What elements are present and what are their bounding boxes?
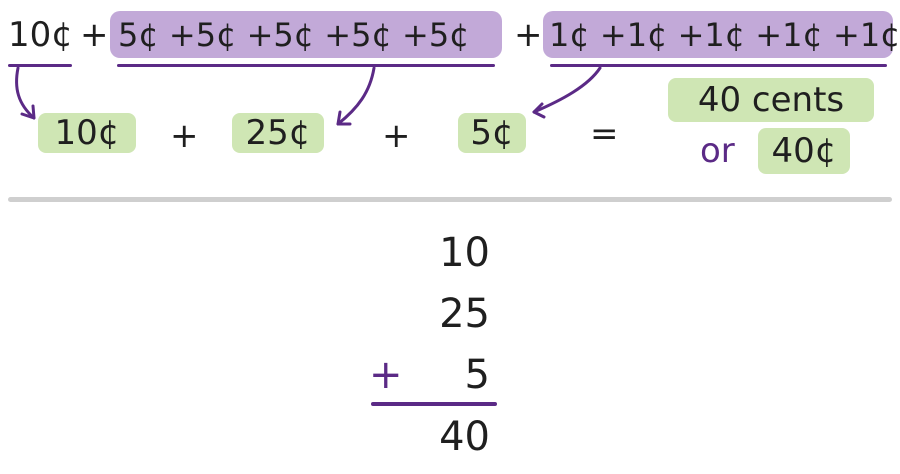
result-symbol: 40¢ bbox=[771, 131, 837, 171]
plus-sign-4: + bbox=[382, 116, 411, 156]
result-words: 40 cents bbox=[697, 80, 845, 120]
addend-2: 25 bbox=[439, 291, 490, 337]
nickels-arrowhead bbox=[336, 110, 352, 126]
pennies-underline bbox=[550, 64, 887, 67]
dime-underline bbox=[8, 64, 72, 67]
plus-sign-2: + bbox=[514, 15, 543, 55]
sum-result: 40 bbox=[439, 414, 490, 460]
nickels-terms: 5¢ +5¢ +5¢ +5¢ +5¢ bbox=[118, 16, 470, 54]
pennies-arrowhead bbox=[532, 102, 546, 119]
or-word: or bbox=[700, 131, 735, 171]
addition-plus-sign: + bbox=[369, 352, 403, 398]
penny-total: 5¢ bbox=[470, 113, 514, 153]
result-words-box bbox=[668, 78, 874, 122]
section-divider bbox=[8, 197, 892, 202]
dime-arrow bbox=[15, 66, 36, 120]
nickel-total: 25¢ bbox=[245, 113, 311, 153]
dime-term: 10¢ bbox=[8, 15, 73, 55]
sum-line bbox=[371, 402, 497, 406]
plus-sign-3: + bbox=[170, 116, 199, 156]
dime-total: 10¢ bbox=[54, 113, 120, 153]
nickel-total-box bbox=[232, 113, 324, 153]
addend-1: 10 bbox=[439, 230, 490, 276]
pennies-terms: 1¢ +1¢ +1¢ +1¢ +1¢ bbox=[549, 16, 900, 54]
penny-total-box bbox=[458, 113, 526, 153]
nickels-underline bbox=[117, 64, 495, 67]
nickels-highlight bbox=[110, 11, 502, 58]
nickels-arrow bbox=[336, 66, 376, 126]
pennies-arrow bbox=[532, 66, 602, 114]
result-symbol-box bbox=[758, 128, 850, 174]
plus-sign-1: + bbox=[80, 15, 109, 55]
pennies-highlight bbox=[543, 11, 893, 58]
dime-arrowhead bbox=[20, 104, 36, 120]
addend-3: 5 bbox=[464, 352, 490, 398]
equals-sign: = bbox=[590, 114, 619, 154]
dime-total-box bbox=[38, 113, 136, 153]
